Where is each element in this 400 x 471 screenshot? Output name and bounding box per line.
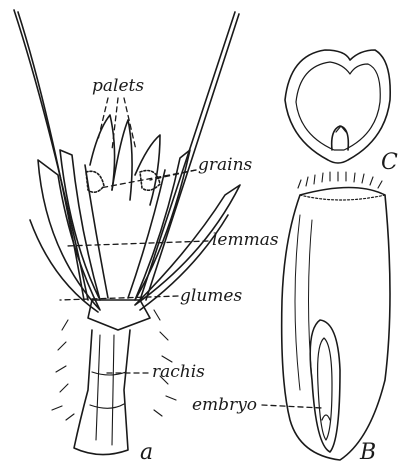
lemmas-label: lemmas	[212, 232, 279, 249]
embryo-leader	[262, 405, 322, 408]
cross-section-outline	[285, 50, 390, 163]
lemmas-leader	[66, 241, 208, 246]
palets-label: palets	[92, 78, 144, 95]
embryo-inner	[318, 338, 332, 440]
grain-left	[86, 171, 104, 192]
palets-leader-2	[112, 98, 118, 150]
hair-tufts-left	[52, 320, 74, 420]
palet-left	[90, 115, 115, 190]
panel-letter-a: a	[140, 442, 153, 464]
rachis-segment	[74, 330, 130, 455]
grain-cross-section	[285, 50, 390, 163]
embryo-label: embryo	[192, 397, 257, 414]
rachis-label: rachis	[152, 364, 205, 381]
grain-brush	[298, 172, 382, 188]
embryo-shield	[322, 415, 330, 420]
grains-label: grains	[198, 157, 252, 174]
glumes-label: glumes	[180, 288, 242, 305]
grain-brush-fill	[300, 195, 385, 200]
grain-shading	[295, 215, 312, 390]
rachis-ridges	[90, 335, 126, 445]
cross-section-inner	[296, 62, 380, 150]
crease	[332, 126, 349, 150]
panel-letter-b: B	[360, 442, 376, 464]
grain-figure	[282, 172, 390, 460]
panel-letter-c: C	[381, 152, 398, 174]
grain-outline	[282, 188, 390, 461]
